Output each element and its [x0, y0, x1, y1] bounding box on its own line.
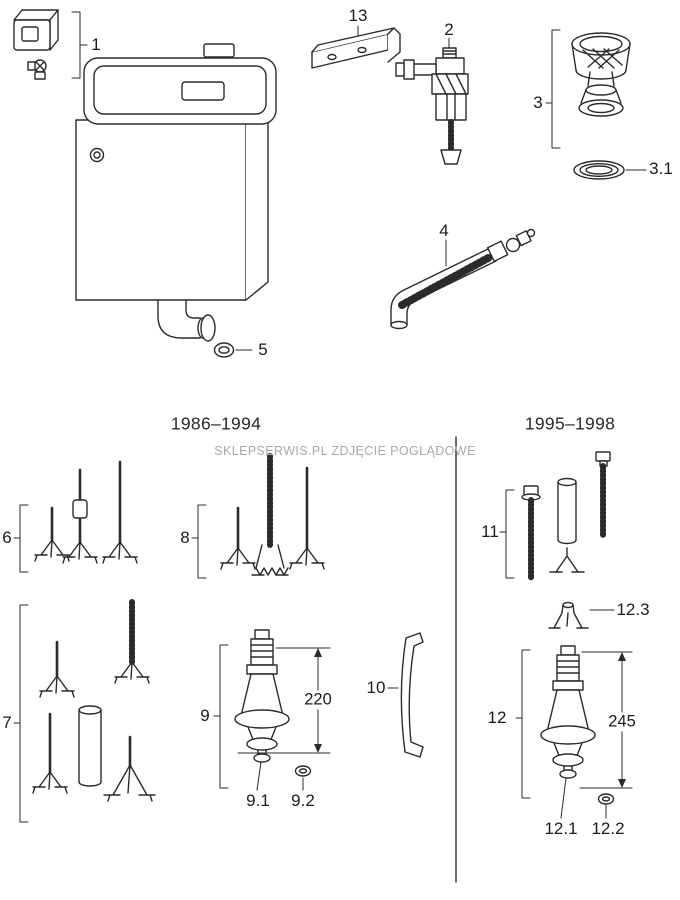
drawing-washer-9-2: [294, 765, 312, 777]
part-label-9-1: 9.1: [246, 791, 270, 810]
drawing-valve-seat-3: [571, 32, 631, 117]
part-label-5: 5: [258, 340, 268, 359]
bracket-part-3: [545, 29, 561, 149]
drawing-seal-3-1: [573, 160, 647, 180]
part-label-10: 10: [366, 678, 386, 697]
drawing-washer-12-2: [597, 793, 615, 805]
era-heading-right: 1995–1998: [524, 413, 616, 434]
part-label-12-2: 12.2: [591, 819, 625, 838]
dimension-245-lines: [579, 651, 633, 789]
drawing-clip-12-3: [548, 601, 615, 629]
bracket-part-11: [499, 489, 515, 579]
part-label-7: 7: [2, 713, 12, 732]
drawing-cistern: [75, 43, 277, 342]
era-heading-left: 1986–1994: [170, 413, 262, 434]
part-label-8: 8: [180, 528, 190, 547]
part-label-1: 1: [91, 35, 101, 54]
bracket-part-1: [71, 11, 88, 79]
part-label-9: 9: [200, 706, 210, 725]
part-label-12-3: 12.3: [616, 600, 650, 619]
watermark-text: SKLEPSERWIS.PL ZDJĘCIE POGLĄDOWE: [214, 444, 476, 458]
drawing-flush-valve-12: [540, 645, 596, 779]
part-label-12-1: 12.1: [544, 819, 578, 838]
leader-12-1-12-2: [560, 777, 607, 819]
part-label-11: 11: [481, 522, 499, 541]
drawing-actuator-button: [13, 9, 59, 80]
bracket-part-7: [13, 604, 29, 823]
part-label-2: 2: [444, 20, 454, 39]
bracket-part-9: [213, 644, 229, 789]
drawing-oring-5: [213, 342, 253, 358]
part-label-6: 6: [2, 528, 12, 547]
drawing-lifter-set-7: [32, 599, 156, 802]
part-label-12: 12: [487, 708, 507, 727]
bracket-part-8: [191, 504, 207, 579]
dimension-label-245: 245: [605, 712, 639, 732]
bracket-part-6: [13, 504, 29, 573]
drawing-wall-bracket-13: [311, 25, 401, 69]
leader-9-1-9-2: [256, 761, 304, 791]
drawing-flush-valve-9: [234, 629, 290, 763]
part-label-9-2: 9.2: [291, 791, 315, 810]
drawing-connection-hose-4: [390, 228, 536, 330]
drawing-lifter-set-6: [34, 460, 138, 564]
part-label-3: 3: [533, 93, 543, 112]
drawing-bracket-10: [387, 632, 424, 758]
part-label-13: 13: [348, 6, 368, 25]
bracket-part-12: [515, 649, 531, 799]
drawing-fastener-set-11: [521, 451, 611, 581]
part-label-4: 4: [439, 221, 449, 240]
part-label-3-1: 3.1: [649, 159, 673, 178]
drawing-fill-valve-2: [395, 37, 469, 165]
dimension-label-220: 220: [301, 690, 335, 710]
drawing-lifter-set-8: [220, 453, 325, 576]
